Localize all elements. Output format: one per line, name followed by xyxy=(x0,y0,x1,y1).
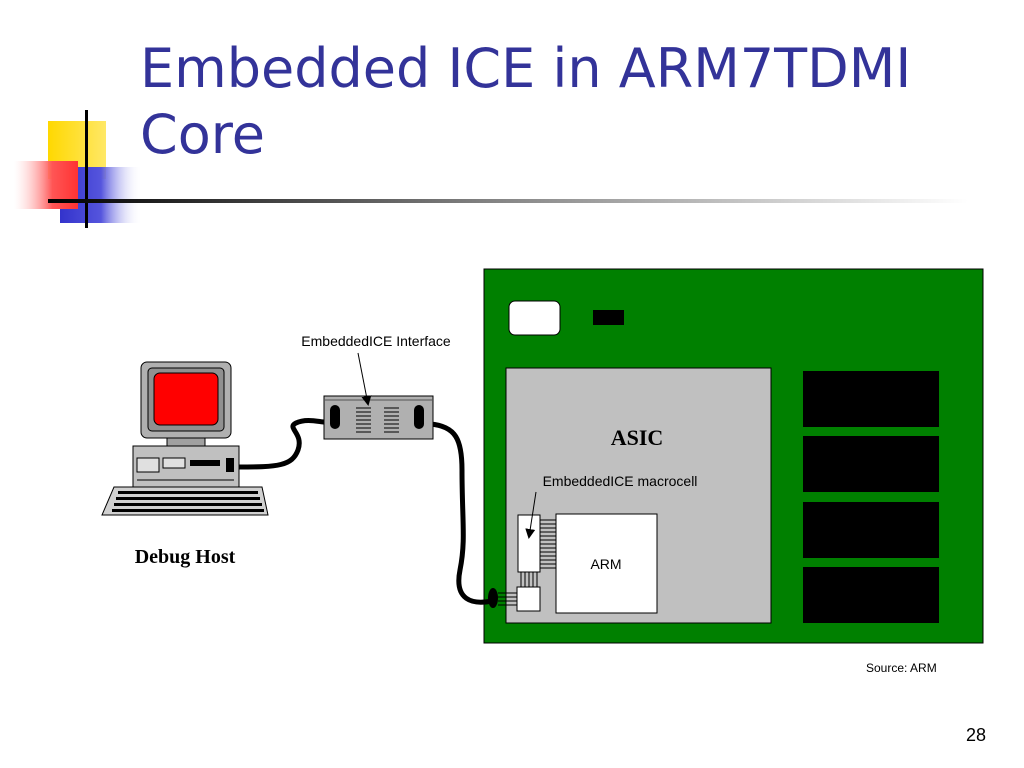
source-credit: Source: ARM xyxy=(866,661,937,675)
macrocell-label: EmbeddedICE macrocell xyxy=(543,473,698,489)
jtag-bus xyxy=(520,572,538,587)
embeddedice-interface-unit xyxy=(323,395,434,440)
memory-chip-3 xyxy=(803,502,939,558)
title-decoration xyxy=(14,110,968,228)
page-number: 28 xyxy=(966,725,987,745)
board-white-component xyxy=(508,300,561,336)
jtag-connector xyxy=(516,586,541,612)
cable-plug xyxy=(488,588,498,608)
debug-host-computer xyxy=(101,361,269,516)
slide-title: Embedded ICE in ARM7TDMI Core xyxy=(140,37,912,166)
monitor-screen xyxy=(153,372,219,426)
memory-chip-2 xyxy=(803,436,939,492)
interface-label: EmbeddedICE Interface xyxy=(301,333,451,349)
embeddedice-macrocell xyxy=(517,514,541,573)
title-rule xyxy=(48,199,968,203)
memory-chip-4 xyxy=(803,567,939,623)
debug-host-label: Debug Host xyxy=(135,546,236,568)
asic-label: ASIC xyxy=(611,425,664,450)
interface-to-board-cable xyxy=(429,421,493,605)
host-to-interface-cable xyxy=(237,417,325,470)
arm-core xyxy=(555,513,658,614)
monitor-stand xyxy=(166,437,206,447)
memory-chip-1 xyxy=(803,371,939,427)
macrocell-arrow xyxy=(525,491,537,539)
connector-pins xyxy=(498,592,517,606)
interface-arrow xyxy=(357,352,372,406)
arm-label: ARM xyxy=(590,556,621,572)
deco-vertical-line xyxy=(85,110,88,228)
board-black-component xyxy=(593,310,624,325)
macrocell-arm-bus xyxy=(540,519,556,569)
